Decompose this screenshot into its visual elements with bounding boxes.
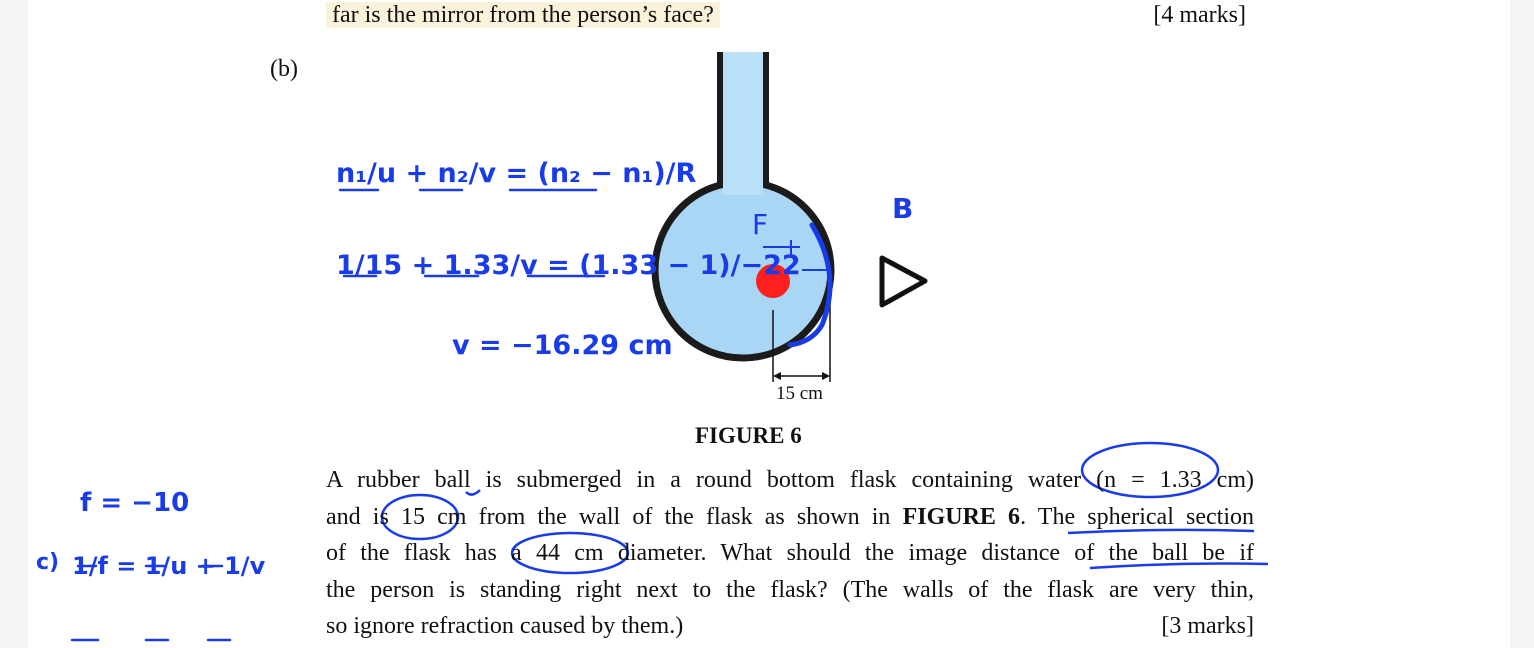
hand-markup [380, 441, 1269, 575]
margin-f-value: f = −10 [80, 488, 190, 518]
paragraph-line: the person is standing right next to the… [326, 576, 1254, 603]
hand-equation-2: 1/15 + 1.33/v = (1.33 − 1)/−22 [336, 250, 801, 281]
flask-neck-join [723, 175, 763, 195]
hand-label-f: F [752, 208, 769, 241]
question-b-label: (b) [270, 56, 298, 82]
hand-label-b: B [892, 192, 914, 225]
arrowhead-left-icon [773, 372, 781, 380]
highlighted-text: far is the mirror from the person’s face… [326, 2, 720, 28]
paragraph-line: A rubber ball is submerged in a round bo… [326, 467, 1254, 493]
eye-icon [879, 255, 928, 308]
paragraph-line: of the flask has a 44 cm diameter. What … [326, 540, 1254, 566]
question-a-text: far is the mirror from the person’s face… [326, 0, 720, 30]
hand-equation-1: n₁/u + n₂/v = (n₂ − n₁)/R [336, 158, 697, 189]
question-b-paragraph: A rubber ball is submerged in a round bo… [326, 462, 1254, 645]
margin-part-c: c) [36, 550, 60, 575]
question-b-marks: [3 marks] [1161, 613, 1254, 639]
question-a-marks: [4 marks] [1153, 2, 1246, 28]
figure-reference: FIGURE 6 [902, 503, 1021, 530]
hand-result: v = −16.29 cm [452, 330, 673, 361]
dimension-label: 15 cm [776, 383, 823, 404]
paragraph-line: and is 15 cm from the wall of the flask … [326, 503, 1255, 530]
paragraph-last-line: so ignore refraction caused by them.) [3… [326, 608, 1254, 645]
hand-arc [787, 222, 833, 348]
margin-lens-equation: 1/f = 1/u + 1/v [72, 552, 266, 580]
paragraph-line: so ignore refraction caused by them.) [326, 613, 684, 639]
rubber-ball [756, 264, 790, 298]
margin-fraction-bars [70, 564, 232, 642]
figure-caption: FIGURE 6 [695, 423, 802, 448]
hand-fraction-bars [338, 188, 606, 278]
arrowhead-right-icon [822, 372, 830, 380]
